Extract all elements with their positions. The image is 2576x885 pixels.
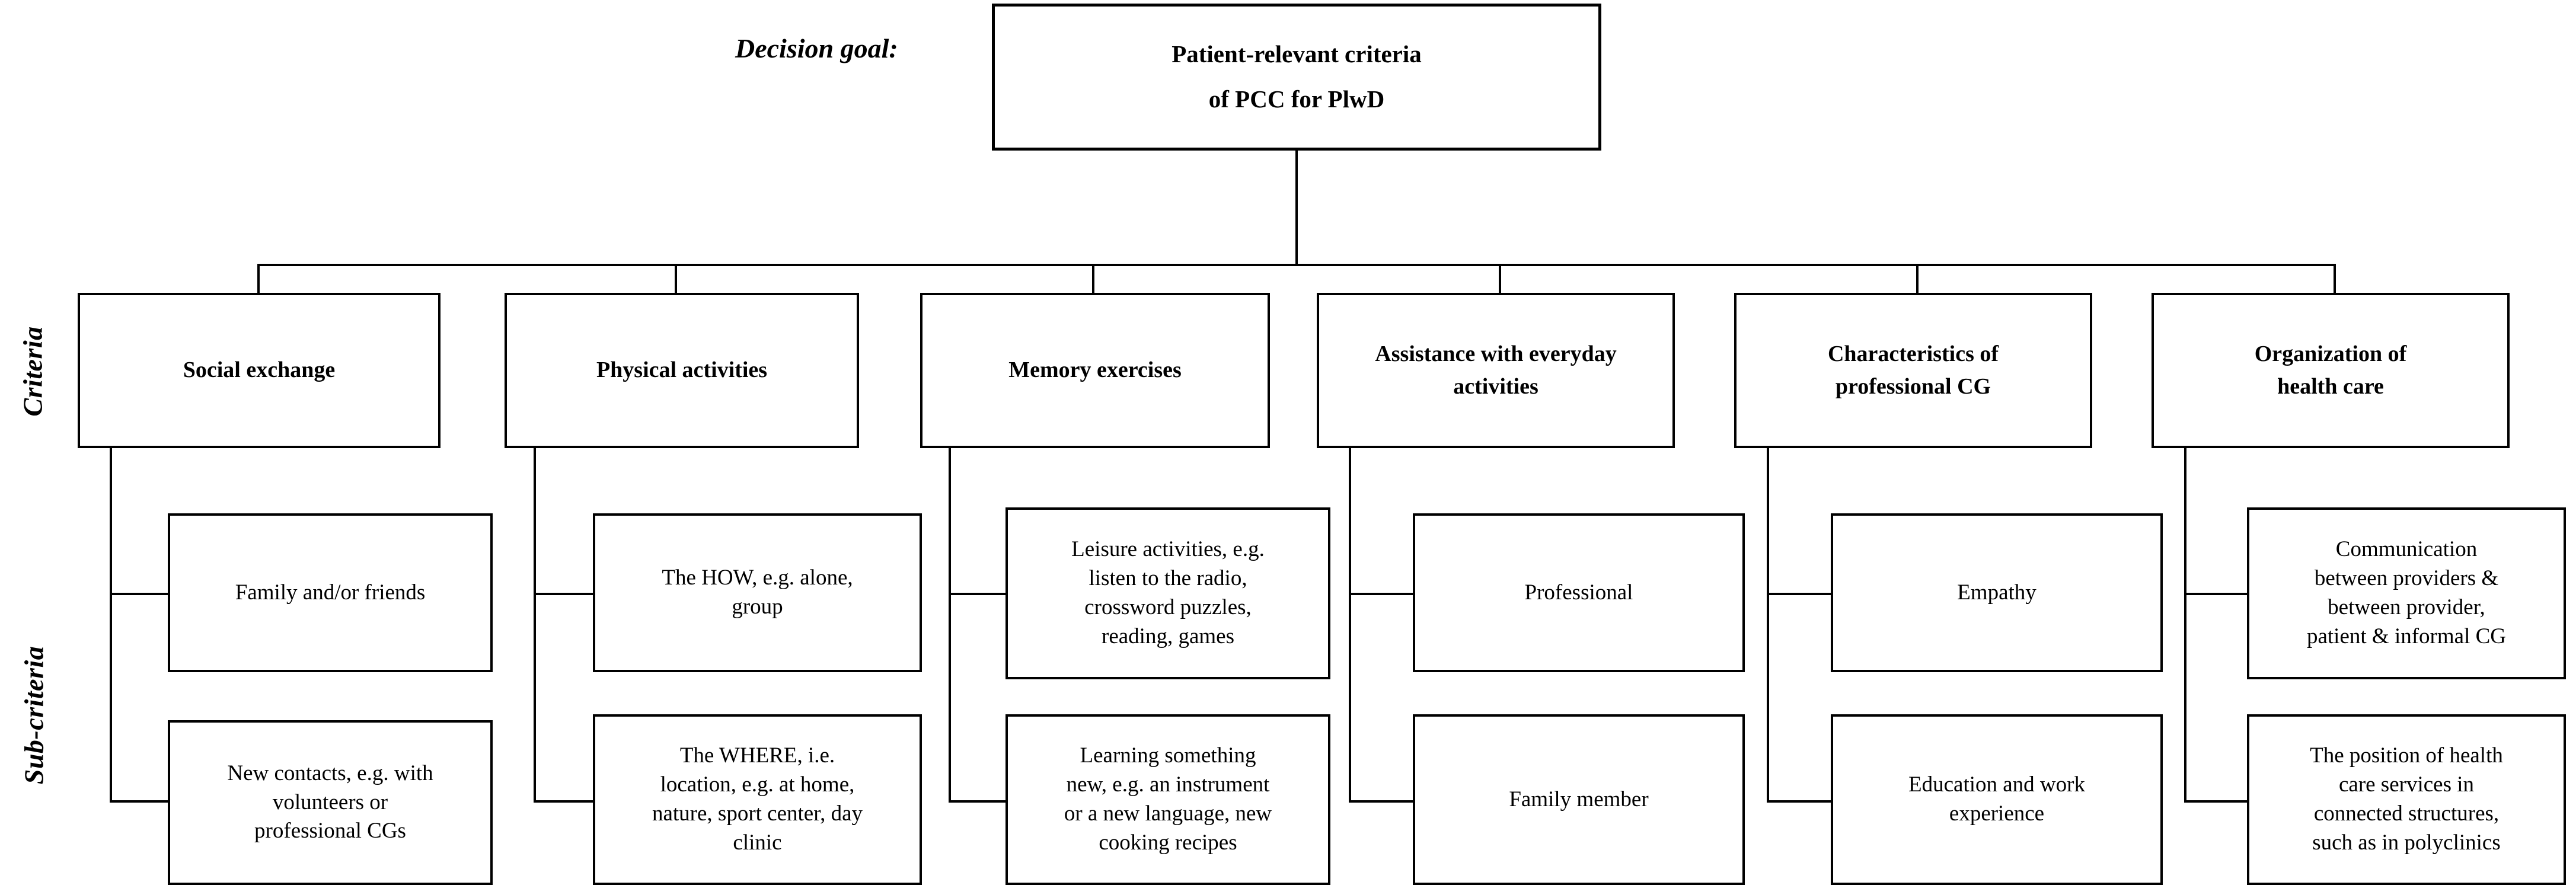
sub-criteria-label-7: New contacts, e.g. with volunteers or pr… — [227, 761, 433, 844]
subtree-trunk-6 — [2184, 447, 2186, 803]
criteria-label-1: Social exchange — [183, 357, 336, 383]
row-label-sub-criteria: Sub-criteria — [18, 646, 49, 785]
subtree-stub-1b — [110, 800, 174, 803]
sub-criteria-label-4: Professional — [1524, 580, 1633, 605]
criteria-label-6: Organization of health care — [2254, 341, 2407, 399]
criteria-drop-connector-2 — [675, 264, 677, 295]
sub-criteria-label-10: Family member — [1509, 787, 1649, 811]
sub-criteria-label-11: Education and work experience — [1908, 772, 2085, 826]
subtree-stub-3a — [949, 593, 1013, 595]
sub-criteria-box-professional: Professional — [1413, 513, 1745, 672]
sub-criteria-label-8: The WHERE, i.e. location, e.g. at home, … — [652, 743, 863, 855]
goal-box-label: Patient-relevant criteria of PCC for Plw… — [1172, 40, 1422, 113]
criteria-box-physical-activities: Physical activities — [505, 293, 859, 448]
criteria-box-social-exchange: Social exchange — [78, 293, 440, 448]
sub-criteria-box-position-health-care-services: The position of health care services in … — [2247, 714, 2566, 885]
criteria-box-organization-health-care: Organization of health care — [2152, 293, 2510, 448]
criteria-drop-connector-6 — [2334, 264, 2336, 295]
sub-criteria-box-empathy: Empathy — [1831, 513, 2163, 672]
criteria-drop-connector-1 — [257, 264, 260, 295]
goal-box: Patient-relevant criteria of PCC for Plw… — [992, 4, 1601, 151]
criteria-label-2: Physical activities — [596, 357, 768, 383]
decision-goal-label: Decision goal: — [735, 33, 898, 63]
subtree-trunk-5 — [1767, 447, 1769, 803]
sub-criteria-box-the-where: The WHERE, i.e. location, e.g. at home, … — [593, 714, 922, 885]
sub-criteria-label-3: Leisure activities, e.g. listen to the r… — [1071, 537, 1265, 648]
sub-criteria-label-9: Learning something new, e.g. an instrume… — [1064, 743, 1272, 855]
criteria-label-5: Characteristics of professional CG — [1827, 341, 1999, 399]
criteria-drop-connector-3 — [1092, 264, 1094, 295]
sub-criteria-label-1: Family and/or friends — [235, 580, 426, 605]
subtree-stub-6a — [2184, 593, 2248, 595]
criteria-label-3: Memory exercises — [1008, 357, 1182, 383]
sub-criteria-box-family-member: Family member — [1413, 714, 1745, 885]
subtree-stub-5b — [1767, 800, 1831, 803]
subtree-stub-6b — [2184, 800, 2248, 803]
sub-criteria-box-communication: Communication between providers & betwee… — [2247, 507, 2566, 679]
goal-drop-connector — [1295, 149, 1298, 265]
subtree-trunk-3 — [949, 447, 951, 803]
criteria-label-4: Assistance with everyday activities — [1375, 341, 1617, 399]
criteria-drop-connector-4 — [1499, 264, 1501, 295]
subtree-stub-3b — [949, 800, 1013, 803]
subtree-stub-5a — [1767, 593, 1831, 595]
sub-criteria-box-learning-something-new: Learning something new, e.g. an instrume… — [1005, 714, 1330, 885]
subtree-trunk-2 — [534, 447, 536, 803]
sub-criteria-label-5: Empathy — [1957, 580, 2036, 605]
criteria-bus-connector — [257, 264, 2335, 266]
row-label-criteria: Criteria — [17, 326, 48, 417]
sub-criteria-label-12: The position of health care services in … — [2310, 743, 2503, 855]
sub-criteria-label-2: The HOW, e.g. alone, group — [662, 565, 853, 619]
subtree-trunk-1 — [110, 447, 112, 803]
subtree-stub-2a — [534, 593, 598, 595]
sub-criteria-box-education-work-experience: Education and work experience — [1831, 714, 2163, 885]
sub-criteria-box-new-contacts: New contacts, e.g. with volunteers or pr… — [168, 720, 493, 885]
criteria-box-assistance-everyday-activities: Assistance with everyday activities — [1317, 293, 1675, 448]
sub-criteria-box-the-how: The HOW, e.g. alone, group — [593, 513, 922, 672]
criteria-box-characteristics-professional-cg: Characteristics of professional CG — [1734, 293, 2092, 448]
criteria-drop-connector-5 — [1916, 264, 1919, 295]
subtree-stub-4b — [1349, 800, 1413, 803]
criteria-box-memory-exercises: Memory exercises — [920, 293, 1270, 448]
subtree-stub-2b — [534, 800, 598, 803]
subtree-stub-1a — [110, 593, 174, 595]
sub-criteria-box-family-friends: Family and/or friends — [168, 513, 493, 672]
subtree-stub-4a — [1349, 593, 1413, 595]
subtree-trunk-4 — [1349, 447, 1351, 803]
sub-criteria-box-leisure-activities: Leisure activities, e.g. listen to the r… — [1005, 507, 1330, 679]
sub-criteria-label-6: Communication between providers & betwee… — [2306, 537, 2507, 648]
